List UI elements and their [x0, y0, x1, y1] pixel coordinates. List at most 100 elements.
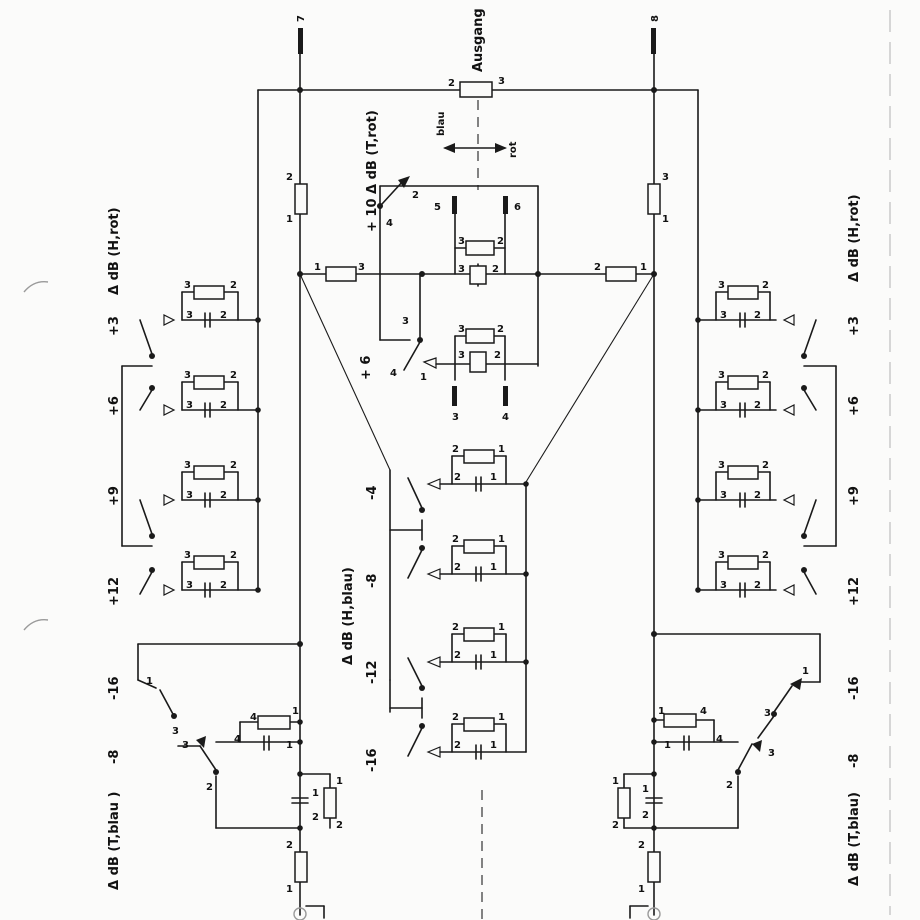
svg-text:2: 2 [312, 812, 319, 823]
svg-text:2: 2 [220, 490, 227, 501]
svg-text:2: 2 [454, 562, 461, 573]
right-t-blau-label: Δ dB (T,blau) [847, 792, 862, 886]
left-step-minus8: -8 [107, 750, 122, 764]
middle-rc-network: 3 2 3 2 [454, 324, 506, 381]
center-rc-1: 2 1 2 1 [439, 444, 529, 492]
center-step-minus8: -8 [365, 574, 380, 588]
svg-text:2: 2 [454, 740, 461, 751]
center-bus: 1 3 2 1 [297, 262, 657, 282]
svg-text:1: 1 [146, 676, 153, 687]
svg-text:1: 1 [314, 262, 321, 273]
svg-text:3: 3 [458, 236, 465, 247]
t-rot-plus6-switch: 3 4 1 + 6 [359, 273, 539, 383]
svg-text:2: 2 [492, 264, 499, 275]
svg-text:2: 2 [452, 444, 459, 455]
left-h-rot-label: Δ dB (H,rot) [107, 207, 122, 295]
svg-text:3: 3 [768, 748, 775, 759]
svg-text:3: 3 [458, 350, 465, 361]
direction-indicator: blau rot [436, 112, 519, 158]
svg-text:3: 3 [720, 400, 727, 411]
svg-text:2: 2 [497, 236, 504, 247]
right-step-minus16: -16 [847, 677, 862, 701]
svg-text:2: 2 [220, 400, 227, 411]
svg-text:3: 3 [184, 460, 191, 471]
svg-text:3: 3 [182, 740, 189, 751]
svg-text:2: 2 [230, 550, 237, 561]
center-step-minus12: -12 [365, 661, 380, 685]
svg-text:2: 2 [594, 262, 601, 273]
svg-text:2: 2 [206, 782, 213, 793]
terminal-4: 4 [502, 386, 509, 423]
left-step-plus6: +6 [107, 396, 122, 416]
svg-text:1: 1 [490, 562, 497, 573]
svg-text:2: 2 [762, 460, 769, 471]
svg-text:1: 1 [642, 784, 649, 795]
left-step-minus16: -16 [107, 677, 122, 701]
svg-text:2: 2 [762, 370, 769, 381]
funnel-right [525, 273, 655, 483]
svg-text:5: 5 [434, 202, 441, 213]
svg-text:3: 3 [402, 316, 409, 327]
svg-text:3: 3 [186, 310, 193, 321]
svg-text:1: 1 [664, 740, 671, 751]
left-step-plus3: +3 [107, 316, 122, 336]
right-t-blau-network: 1 3 3 2 1 4 1 4 1 1 2 2 2 1 [612, 631, 821, 920]
svg-text:2: 2 [642, 810, 649, 821]
svg-text:2: 2 [454, 472, 461, 483]
left-t-blau-label: Δ dB (T,blau ) [107, 792, 122, 890]
center-step-minus16: -16 [365, 749, 380, 773]
svg-text:4: 4 [390, 368, 397, 379]
svg-text:rot: rot [508, 141, 519, 158]
svg-text:1: 1 [286, 214, 293, 225]
output-resistor: 2 3 [257, 76, 699, 98]
svg-text:3: 3 [720, 490, 727, 501]
svg-text:3: 3 [718, 460, 725, 471]
svg-text:8: 8 [650, 15, 661, 22]
left-rail-resistor: 2 1 [286, 172, 308, 225]
svg-text:1: 1 [420, 372, 427, 383]
svg-text:3: 3 [764, 708, 771, 719]
svg-text:3: 3 [718, 550, 725, 561]
svg-text:2: 2 [762, 550, 769, 561]
svg-text:3: 3 [186, 580, 193, 591]
right-step-plus9: +9 [847, 486, 862, 506]
svg-text:3: 3 [452, 412, 459, 423]
svg-text:2: 2 [230, 280, 237, 291]
svg-text:1: 1 [498, 444, 505, 455]
svg-text:2: 2 [754, 490, 761, 501]
svg-text:2: 2 [220, 580, 227, 591]
t-rot-switch: 2 4 + 10 Δ dB (T,rot) [365, 110, 539, 367]
terminal-6: 6 [503, 196, 521, 214]
svg-text:3: 3 [458, 264, 465, 275]
svg-text:2: 2 [412, 190, 419, 201]
svg-text:1: 1 [490, 740, 497, 751]
svg-text:4: 4 [716, 734, 723, 745]
svg-text:1: 1 [336, 776, 343, 787]
left-step-plus9: +9 [107, 486, 122, 506]
svg-text:blau: blau [436, 112, 447, 136]
svg-text:1: 1 [286, 740, 293, 751]
svg-text:3: 3 [184, 280, 191, 291]
svg-text:3: 3 [184, 550, 191, 561]
svg-text:2: 2 [452, 622, 459, 633]
right-rail-resistor: 3 1 [647, 172, 669, 225]
center-step-minus4: -4 [365, 486, 380, 500]
svg-text:3: 3 [358, 262, 365, 273]
svg-text:2: 2 [754, 580, 761, 591]
svg-text:1: 1 [662, 214, 669, 225]
svg-text:2: 2 [336, 820, 343, 831]
svg-text:7: 7 [296, 15, 307, 22]
terminal-3: 3 [452, 386, 459, 423]
svg-text:2: 2 [726, 780, 733, 791]
svg-text:2: 2 [638, 840, 645, 851]
upper-rc-network: 3 2 3 2 [454, 213, 506, 287]
svg-text:4: 4 [234, 734, 241, 745]
svg-text:1: 1 [490, 472, 497, 483]
